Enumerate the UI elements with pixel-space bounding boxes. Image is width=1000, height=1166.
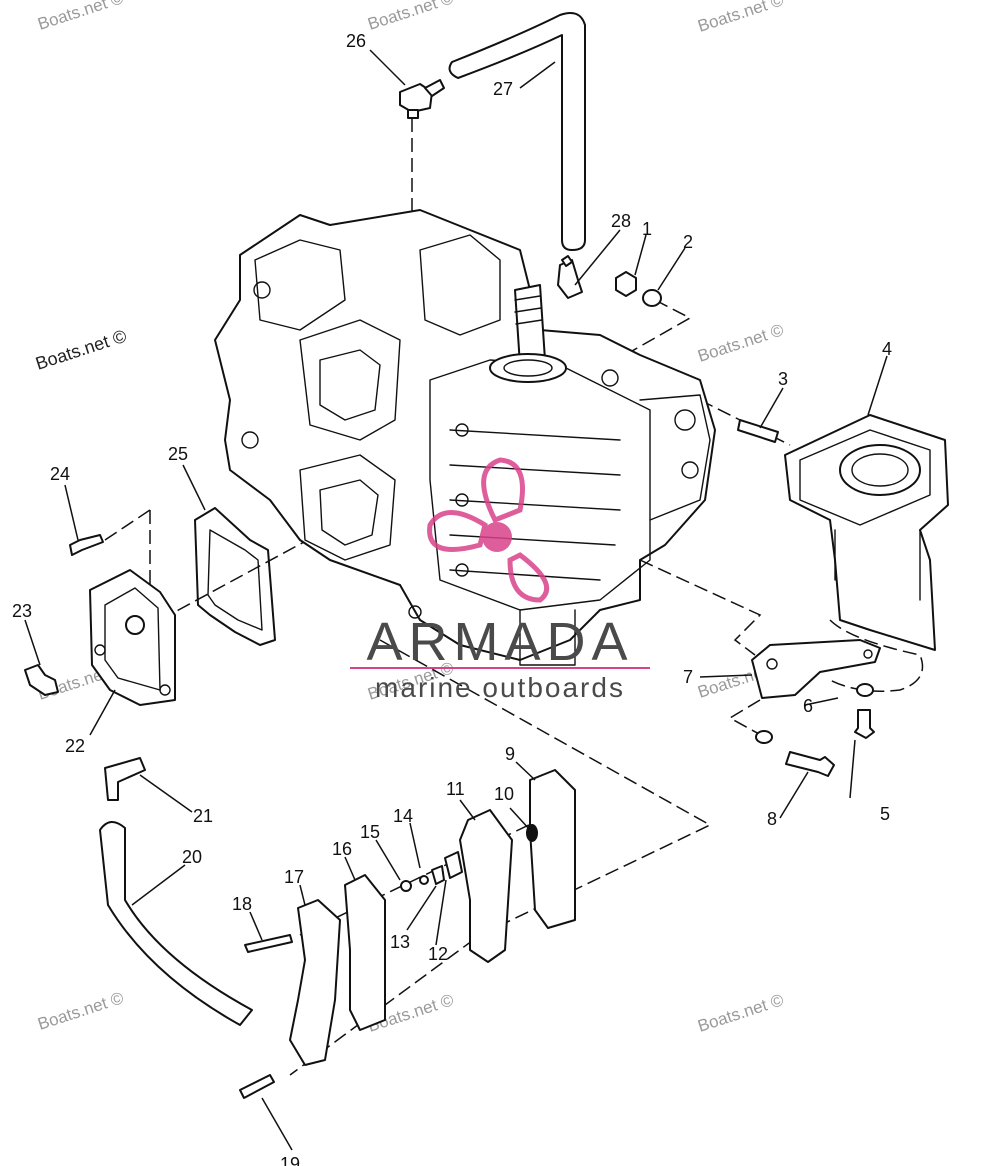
part-label-20: 20 [182,847,202,867]
part-label-13: 13 [390,932,410,952]
watermark-text: Boats.net © [695,0,786,36]
watermark-text: Boats.net © [35,988,126,1034]
part-label-9: 9 [505,744,515,764]
propeller-logo [427,457,550,603]
part-16-link [344,874,386,1031]
part-labels: 1 2 3 4 5 6 7 8 9 10 11 12 13 14 15 16 1… [12,31,892,1166]
part-23-fitting [24,664,59,696]
part-15-screw [400,880,412,892]
part-17-throttle-arm [289,899,341,1066]
part-label-19: 19 [280,1154,300,1166]
watermark-corner: Boats.net © [33,326,129,374]
brand-watermark: ARMADA marine outboards [350,457,650,703]
part-20-hose [99,821,253,1026]
part-1-nut [615,271,637,297]
part-6-washer [755,730,773,744]
part-26-elbow-fitting [399,79,445,119]
assembly-line [104,509,151,541]
part-28-fitting [557,255,583,299]
engine-block [214,209,716,666]
part-24-bolt [69,534,104,556]
part-label-26: 26 [346,31,366,51]
part-13-clip [431,865,445,885]
part-label-5: 5 [880,804,890,824]
part-label-22: 22 [65,736,85,756]
leader-lines [24,49,888,1151]
watermark-text: Boats.net © [365,0,456,34]
part-14-washer [419,875,429,885]
part-label-6: 6 [803,696,813,716]
part-label-25: 25 [168,444,188,464]
part-label-12: 12 [428,944,448,964]
watermark-text: Boats.net © [695,320,786,366]
part-21-elbow-fitting [104,757,146,801]
assembly-line [639,559,762,656]
part-label-1: 1 [642,219,652,239]
part-22-cover-plate [89,569,176,706]
part-5-bolt [854,709,875,739]
part-18-screw [244,934,293,953]
watermark-text: Boats.net © [35,0,126,34]
part-label-16: 16 [332,839,352,859]
assembly-line [299,809,561,936]
part-7-bracket [751,639,881,699]
part-label-8: 8 [767,809,777,829]
part-27-hose [448,12,586,251]
part-label-21: 21 [193,806,213,826]
part-label-28: 28 [611,211,631,231]
part-12-clip [444,851,463,879]
part-label-24: 24 [50,464,70,484]
part-label-3: 3 [778,369,788,389]
part-label-4: 4 [882,339,892,359]
part-label-17: 17 [284,867,304,887]
assembly-line [624,299,692,356]
part-label-10: 10 [494,784,514,804]
brand-tagline: marine outboards [375,672,625,703]
part-label-14: 14 [393,806,413,826]
part-2-washer [642,289,662,307]
part-label-2: 2 [683,232,693,252]
part-label-23: 23 [12,601,32,621]
part-label-18: 18 [232,894,252,914]
part-6-washer [856,683,874,697]
part-3-stud [737,419,779,443]
part-11-link [459,809,513,963]
part-label-27: 27 [493,79,513,99]
part-9-plate [529,769,576,929]
assembly-line [728,699,771,741]
part-label-7: 7 [683,667,693,687]
part-19-screw [239,1074,275,1099]
part-25-gasket [194,507,276,646]
part-label-15: 15 [360,822,380,842]
part-label-11: 11 [446,779,465,799]
part-8-bolt [785,751,835,777]
part-4-exhaust-housing [784,414,949,692]
watermark-text: Boats.net © [695,990,786,1036]
brand-name: ARMADA [366,612,633,672]
